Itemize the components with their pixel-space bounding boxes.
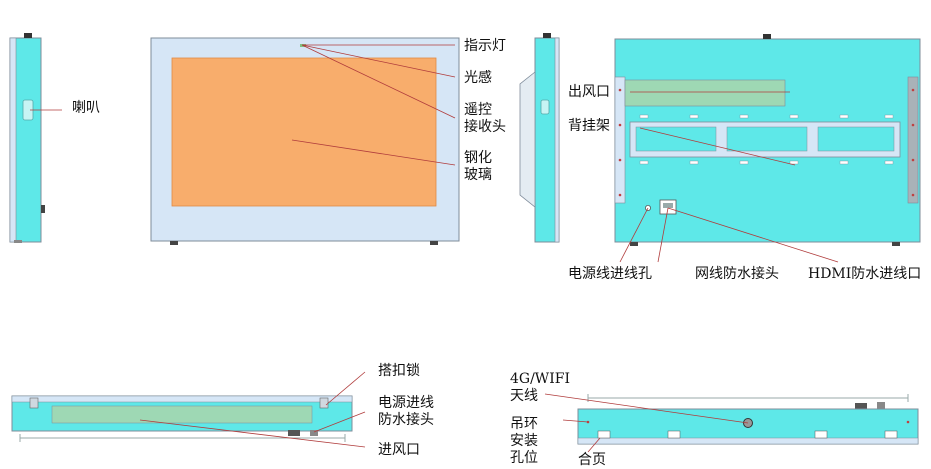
front-view <box>150 37 460 245</box>
label-tempered-glass: 钢化 玻璃 <box>464 150 492 183</box>
label-speaker: 喇叭 <box>72 100 100 116</box>
label-network-connector: 网线防水接头 <box>695 266 779 282</box>
latch-lock-left <box>29 397 39 409</box>
label-hanging-ring-hole: 吊环 安装 孔位 <box>510 416 538 466</box>
label-air-outlet: 出风口 <box>568 84 610 100</box>
bottom-view <box>577 394 919 445</box>
label-power-inlet-connector: 电源进线 防水接头 <box>378 395 434 428</box>
label-hinge: 合页 <box>578 452 606 468</box>
label-hdmi-connector: HDMI防水进线口 <box>808 266 922 282</box>
tempered-glass-screen <box>171 57 437 207</box>
side-view-left <box>9 33 45 243</box>
latch-lock-right <box>319 397 329 409</box>
label-air-inlet: 进风口 <box>378 442 420 458</box>
label-wall-mount: 背挂架 <box>568 118 610 134</box>
air-outlet-vent <box>624 79 786 107</box>
wall-bracket-side <box>519 71 536 208</box>
label-antenna: 4G/WIFI 天线 <box>510 371 570 404</box>
label-indicator-light: 指示灯 <box>464 38 506 54</box>
leader-lines <box>30 44 839 453</box>
hinges <box>597 430 898 439</box>
back-view <box>614 34 921 246</box>
label-power-cable-hole: 电源线进线孔 <box>568 266 652 282</box>
top-view <box>11 395 353 442</box>
label-light-sensor: 光感 <box>464 70 492 86</box>
side-view-right <box>519 33 560 243</box>
label-remote-receiver: 遥控 接收头 <box>464 102 506 135</box>
air-inlet-vent <box>51 405 313 424</box>
label-latch-lock: 搭扣锁 <box>378 363 420 379</box>
